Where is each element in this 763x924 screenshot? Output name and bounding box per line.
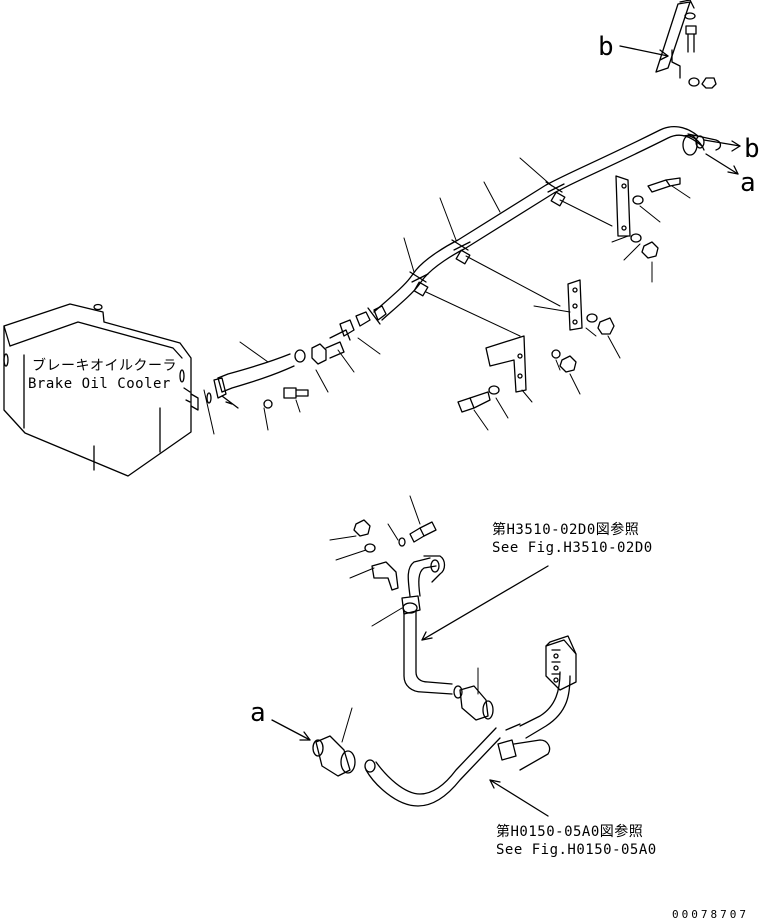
brake-oil-cooler — [4, 304, 198, 476]
marker-b-top: b — [598, 32, 614, 62]
upper-right-bracket — [616, 176, 680, 258]
detail-b — [656, 0, 716, 88]
lower-assembly — [313, 520, 576, 806]
lower-left-pipe — [207, 306, 386, 408]
cooler-label-en: Brake Oil Cooler — [28, 376, 171, 392]
marker-a-right: a — [740, 168, 756, 198]
leader-lines-upper — [204, 158, 690, 434]
reference-1-en: See Fig.H3510-02D0 — [492, 540, 653, 556]
leader-lines-lower — [330, 496, 478, 742]
cooler-label-jp: ブレーキオイルクーラ — [32, 358, 177, 374]
arrows-lower — [272, 566, 548, 816]
middle-bracket — [568, 280, 614, 334]
reference-2-en: See Fig.H0150-05A0 — [496, 842, 657, 858]
drawing-number: 00078707 — [672, 908, 749, 921]
lower-bracket — [458, 336, 576, 412]
arrows-upper — [620, 46, 740, 174]
clamp-lines — [426, 200, 612, 336]
reference-1-jp: 第H3510-02D0図参照 — [492, 522, 640, 538]
marker-a-bottom: a — [250, 698, 266, 728]
reference-2-jp: 第H0150-05A0図参照 — [496, 824, 644, 840]
marker-b-right: b — [744, 134, 760, 164]
upper-pipe — [368, 127, 721, 324]
